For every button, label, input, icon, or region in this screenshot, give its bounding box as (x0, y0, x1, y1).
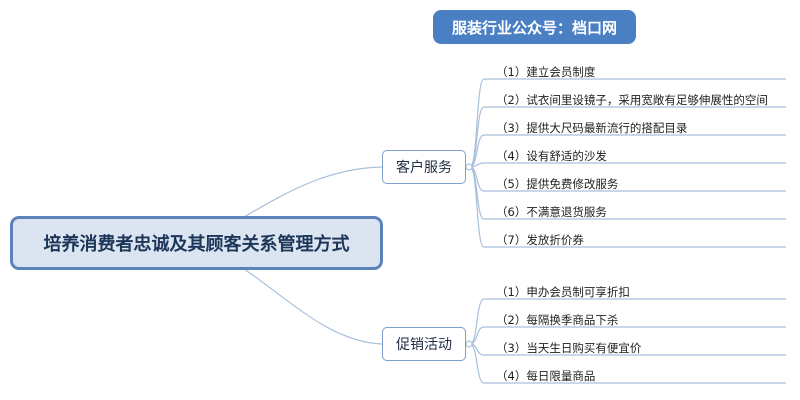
leaf-item[interactable]: （5）提供免费修改服务 (486, 173, 798, 195)
connector-root-promo (243, 268, 383, 345)
leaf-item-label: （5）提供免费修改服务 (496, 177, 619, 191)
branch-promotion[interactable]: 促销活动 (382, 327, 466, 361)
leaf-item[interactable]: （1）建立会员制度 (486, 61, 798, 83)
leaf-item-label: （1）申办会员制可享折扣 (496, 285, 630, 299)
leaf-item-label: （3）当天生日购买有便宜价 (496, 341, 642, 355)
leaf-item-label: （7）发放折价券 (496, 233, 584, 247)
leaf-item-label: （6）不满意退货服务 (496, 205, 607, 219)
collapse-toggle-promo-icon[interactable] (465, 340, 473, 348)
leaf-item[interactable]: （2）每隔换季商品下杀 (486, 309, 798, 331)
connector-leaf (469, 166, 485, 248)
branch-customer-service[interactable]: 客户服务 (382, 150, 466, 184)
leaf-item[interactable]: （1）申办会员制可享折扣 (486, 281, 798, 303)
leaf-item-label: （2）每隔换季商品下杀 (496, 313, 619, 327)
leaf-item[interactable]: （4）每日限量商品 (486, 365, 798, 387)
leaf-item[interactable]: （3）当天生日购买有便宜价 (486, 337, 798, 359)
leaf-item-label: （4）设有舒适的沙发 (496, 149, 607, 163)
leaf-item[interactable]: （7）发放折价券 (486, 229, 798, 251)
banner-text: 服装行业公众号：档口网 (451, 18, 617, 37)
branch-label: 客户服务 (396, 160, 452, 176)
leaf-item-label: （3）提供大尺码最新流行的搭配目录 (496, 121, 688, 135)
leaf-item[interactable]: （4）设有舒适的沙发 (486, 145, 798, 167)
collapse-toggle-service-icon[interactable] (465, 163, 473, 171)
leaf-item[interactable]: （2）试衣间里设镜子，采用宽敞有足够伸展性的空间 (486, 89, 798, 111)
root-topic-label: 培养消费者忠诚及其顾客关系管理方式 (43, 234, 350, 255)
connector-root-service (243, 166, 383, 218)
leaf-item-label: （2）试衣间里设镜子，采用宽敞有足够伸展性的空间 (496, 93, 768, 107)
banner: 服装行业公众号：档口网 (433, 10, 636, 44)
leaf-item-label: （1）建立会员制度 (496, 65, 596, 79)
root-topic[interactable]: 培养消费者忠诚及其顾客关系管理方式 (10, 216, 383, 270)
leaf-item-label: （4）每日限量商品 (496, 369, 596, 383)
branch-label: 促销活动 (396, 337, 452, 353)
leaf-item[interactable]: （3）提供大尺码最新流行的搭配目录 (486, 117, 798, 139)
leaf-item[interactable]: （6）不满意退货服务 (486, 201, 798, 223)
